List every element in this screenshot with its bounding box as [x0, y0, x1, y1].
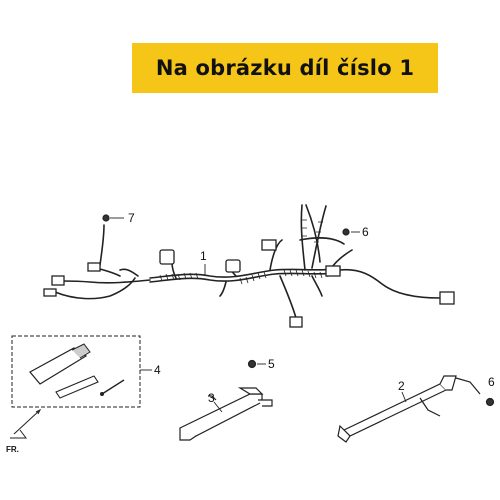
part-6-screw-bottom — [485, 397, 495, 407]
callout-1: 1 — [200, 249, 207, 263]
part-3-bracket — [179, 387, 273, 441]
harness-connectors — [43, 239, 455, 328]
callout-2: 2 — [398, 379, 405, 393]
part-5-screw — [247, 359, 266, 369]
part-4-kit-box — [11, 335, 152, 408]
callout-3: 3 — [208, 391, 215, 405]
harness-wrap-texture — [159, 219, 335, 285]
front-direction-arrow — [10, 408, 42, 439]
banner-text: Na obrázku díl číslo 1 — [155, 56, 415, 80]
callout-2-leader — [401, 391, 407, 403]
callout-6-bottom: 6 — [488, 375, 495, 389]
part-7-screw — [102, 214, 124, 222]
callout-4: 4 — [154, 363, 161, 377]
front-direction-label: FR. — [6, 445, 19, 454]
wiring-harness — [54, 204, 441, 319]
callout-6-top: 6 — [362, 225, 369, 239]
callout-7: 7 — [128, 211, 135, 225]
part-6-screw-top — [342, 228, 360, 236]
part-number-banner: Na obrázku díl číslo 1 — [132, 43, 438, 93]
callout-3-leader — [213, 401, 223, 413]
callout-5: 5 — [268, 357, 275, 371]
part-2-bracket — [337, 375, 481, 443]
